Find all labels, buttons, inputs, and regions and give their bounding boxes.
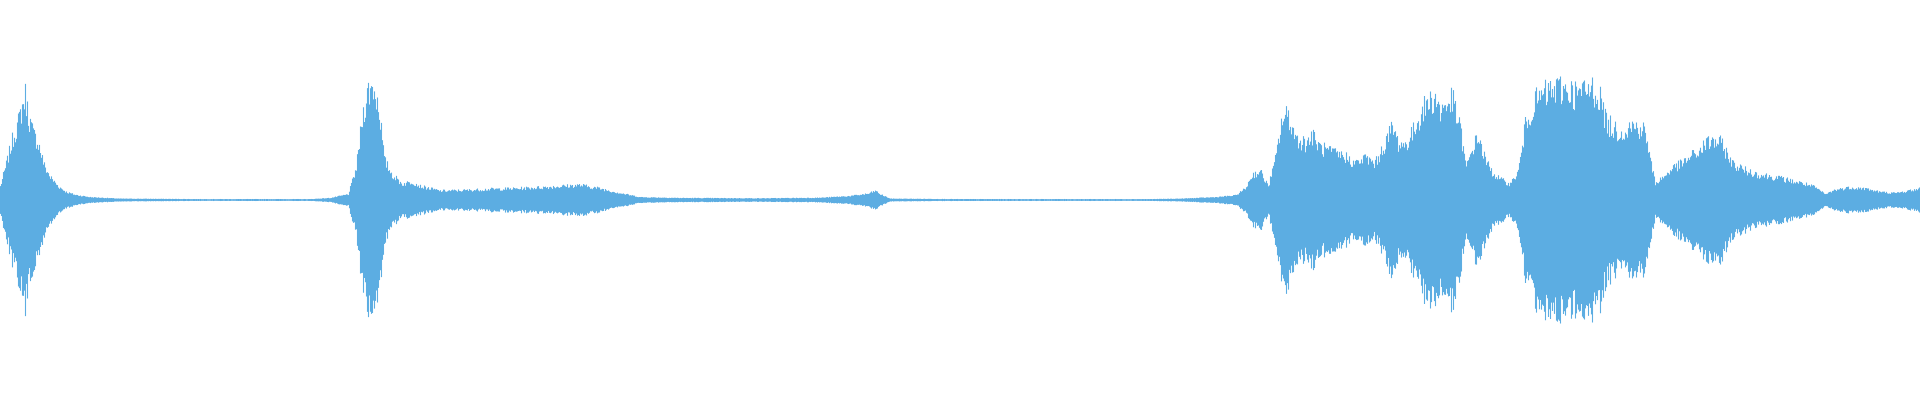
waveform-bars (0, 76, 1920, 324)
